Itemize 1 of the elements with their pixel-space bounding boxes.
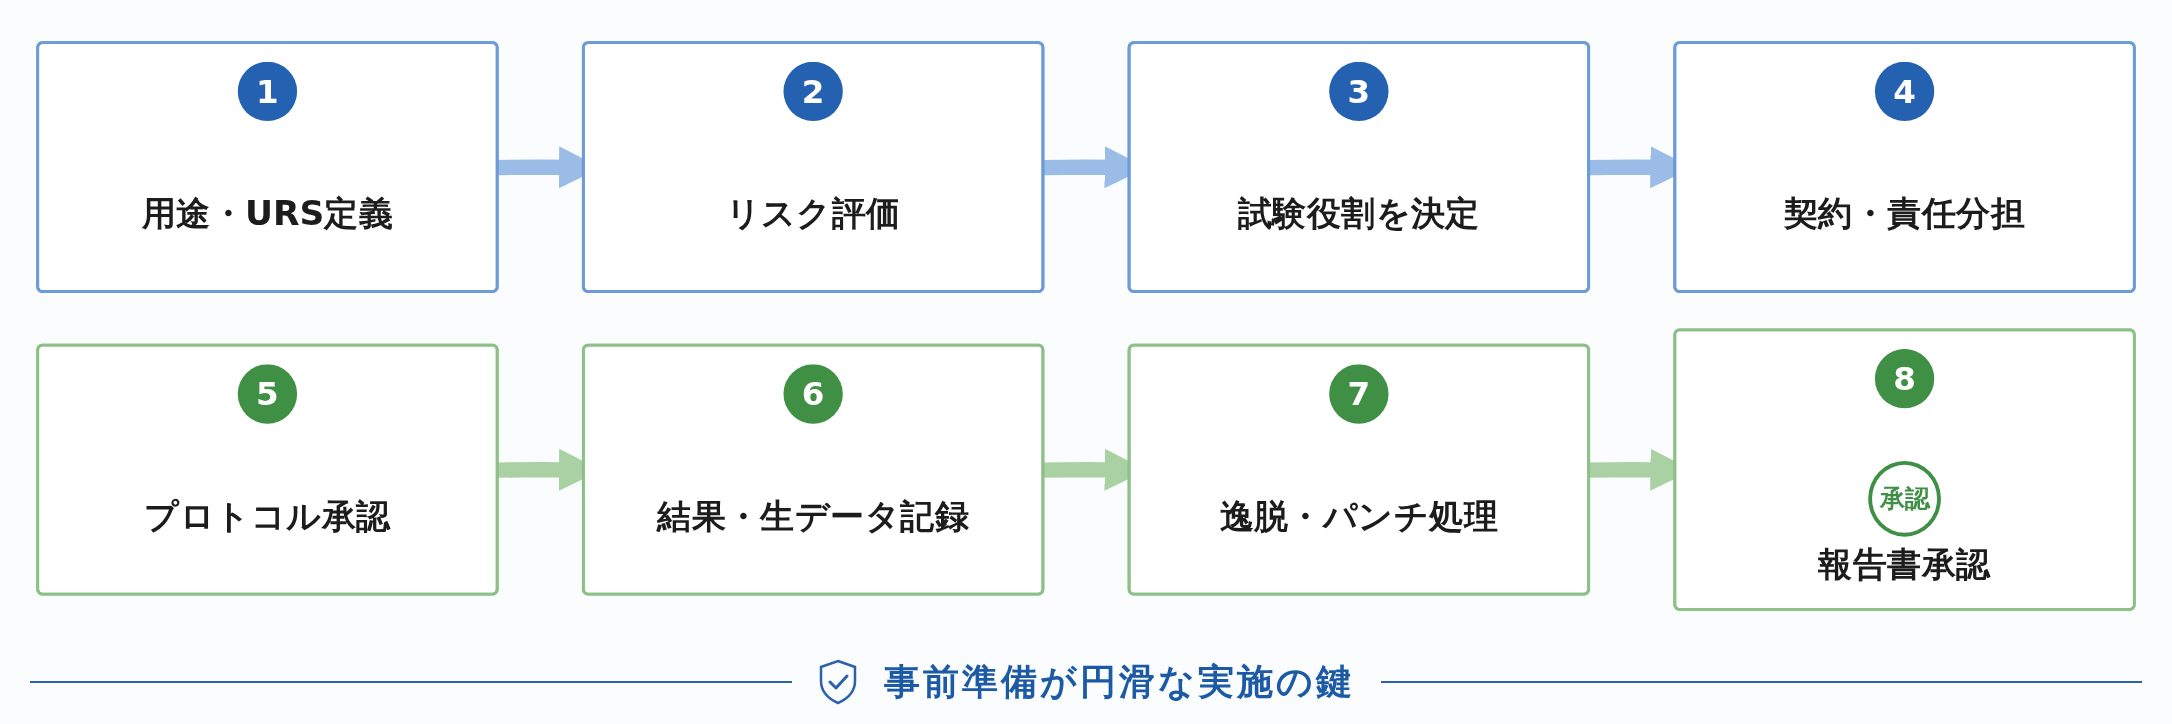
caption: 事前準備が円滑な実施の鍵: [883, 659, 1355, 704]
